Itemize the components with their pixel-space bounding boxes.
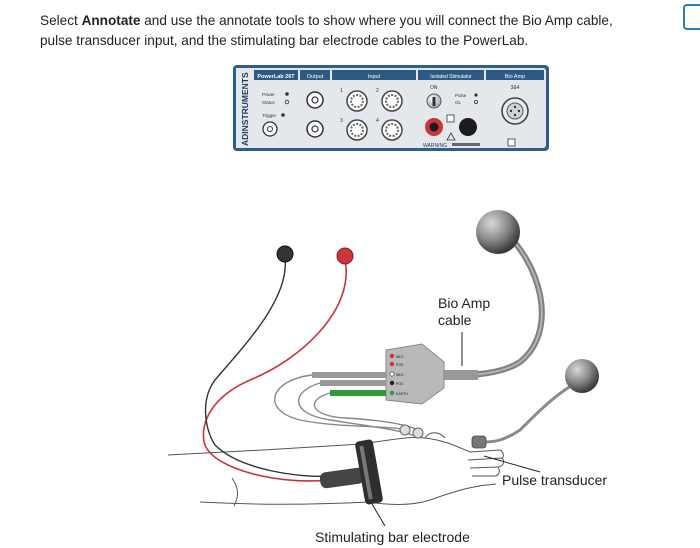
stim-pos-hole (429, 122, 439, 132)
red-stim-plug[interactable] (336, 247, 354, 265)
lead-plug-earth (330, 390, 386, 396)
input-1-connector[interactable] (346, 90, 368, 112)
input-4-connector[interactable] (381, 119, 403, 141)
output-connector-2[interactable] (306, 120, 324, 138)
stimulator-negative-socket[interactable] (459, 118, 477, 136)
pin-earth: EARTH (396, 392, 408, 396)
input-number-4: 4 (376, 118, 379, 124)
bioamp-label-line1: Bio Amp (438, 295, 490, 311)
input-number-1: 1 (340, 88, 343, 94)
stimulating-electrode-cables[interactable] (202, 245, 354, 482)
stimulator-header-label: Isolated Stimulator (430, 74, 472, 80)
red-stim-lead[interactable] (202, 259, 347, 482)
header-stimulator (418, 70, 484, 80)
electrode-clip-2 (412, 427, 424, 439)
pulse-transducer[interactable] (471, 359, 599, 449)
stim-on-label: ON (430, 85, 438, 91)
trigger-indicator-label: Trigger (262, 113, 277, 118)
pulse-leader-line (483, 455, 541, 473)
input-header-label: Input (368, 74, 381, 80)
electrode-clip-1 (399, 424, 411, 436)
annotate-keyword: Annotate (81, 13, 141, 28)
output-connector-1[interactable] (306, 91, 324, 109)
powerlab-device[interactable]: ADINSTRUMENTS PowerLab 26T Output Input … (233, 65, 549, 151)
header-bioamp (486, 70, 544, 80)
status-led (284, 99, 290, 105)
pin-pos-1: POS (396, 363, 404, 367)
bioamp-strain-relief (440, 370, 478, 380)
trigger-connector-pin (267, 126, 273, 132)
warning-icon (446, 132, 456, 141)
pulse-transducer-label: Pulse transducer (502, 472, 607, 488)
power-indicator-label: Power (262, 92, 275, 97)
warning-text-bar (452, 143, 480, 146)
annotate-tool-button[interactable] (683, 4, 700, 30)
header-input (332, 70, 416, 80)
pulse-label: Pulse (455, 93, 467, 98)
lead-plug-1 (312, 372, 386, 378)
pin-pos-2: POS (396, 382, 404, 386)
output-pin-2 (311, 125, 319, 133)
output-header-label: Output (307, 74, 324, 80)
bioamp-junction-box (385, 343, 445, 405)
input-3-connector[interactable] (346, 119, 368, 141)
pulse-transducer-plug[interactable] (565, 359, 599, 393)
stimulator-knob[interactable] (426, 93, 442, 109)
pulse-transducer-sensor (471, 435, 487, 449)
lead-plug-2 (320, 380, 386, 386)
mode-led (473, 100, 478, 105)
power-led (285, 92, 289, 96)
pin-neg-1: NEG (396, 355, 404, 359)
question-suffix: and use the annotate tools to show where… (40, 13, 613, 48)
input-2-connector[interactable] (381, 90, 403, 112)
stimulating-bar-electrode[interactable] (319, 439, 383, 505)
stim-bar-label: Stimulating bar electrode (315, 529, 470, 545)
trigger-led (281, 113, 285, 117)
input-number-2: 2 (376, 88, 379, 94)
question-prefix: Select (40, 13, 82, 28)
arm-outline (167, 432, 505, 507)
bioamp-label-line2: cable (438, 312, 472, 328)
trigger-connector[interactable] (262, 121, 278, 137)
status-indicator-label: Status (262, 100, 276, 105)
stim-bar-leader-line (371, 503, 386, 527)
bioamp-header-label: Bio Amp (505, 74, 525, 80)
warning-label: WARNING (423, 143, 447, 149)
pin-neg-2: NEG (396, 373, 404, 377)
stim-small-square (446, 114, 455, 123)
bioamp-channels-label: 3&4 (511, 85, 520, 91)
bioamp-cable-plug[interactable] (476, 210, 520, 254)
black-stim-plug[interactable] (276, 245, 294, 263)
question-text: Select Annotate and use the annotate too… (40, 11, 640, 51)
bioamp-small-square (507, 138, 516, 147)
brand-label: ADINSTRUMENTS (240, 72, 250, 146)
input-number-3: 3 (340, 118, 343, 124)
model-label: PowerLab 26T (257, 74, 295, 80)
output-pin-1 (311, 96, 319, 104)
header-powerlab (254, 70, 298, 80)
bio-amp-cable[interactable]: NEG POS NEG POS EARTH (274, 210, 545, 439)
mode-label: OL (455, 100, 462, 105)
black-stim-lead[interactable] (204, 257, 331, 477)
pulse-led (474, 93, 478, 97)
bioamp-connector[interactable] (501, 97, 529, 125)
header-output (300, 70, 330, 80)
brand-strip (236, 68, 252, 148)
lead-wire-2 (298, 382, 416, 437)
